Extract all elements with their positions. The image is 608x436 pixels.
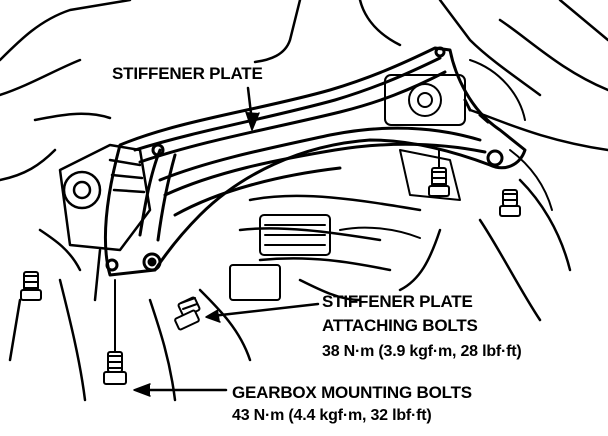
gearbox-bolts-label: GEARBOX MOUNTING BOLTS: [232, 383, 472, 402]
gearbox-bolts-torque: 43 N·m (4.4 kgf·m, 32 lbf·ft): [232, 407, 432, 424]
attaching-bolts-torque: 38 N·m (3.9 kgf·m, 28 lbf·ft): [322, 343, 522, 360]
bolt-stiffener-left: [20, 271, 42, 301]
bolt-stiffener-attaching: [174, 296, 201, 331]
bolt-stiffener-far-right: [499, 189, 521, 217]
stiffener-plate-label: STIFFENER PLATE: [112, 64, 263, 83]
background-engine-outline: [0, 0, 608, 402]
leader-lines: [133, 86, 320, 397]
bolt-gearbox-mounting: [103, 279, 127, 385]
stiffener-plate: [103, 46, 527, 277]
bolt-stiffener-right: [428, 149, 450, 197]
engine-block-left: [38, 143, 152, 302]
attaching-bolts-label-line2: ATTACHING BOLTS: [322, 316, 478, 335]
attaching-bolts-label-line1: STIFFENER PLATE: [322, 292, 473, 311]
